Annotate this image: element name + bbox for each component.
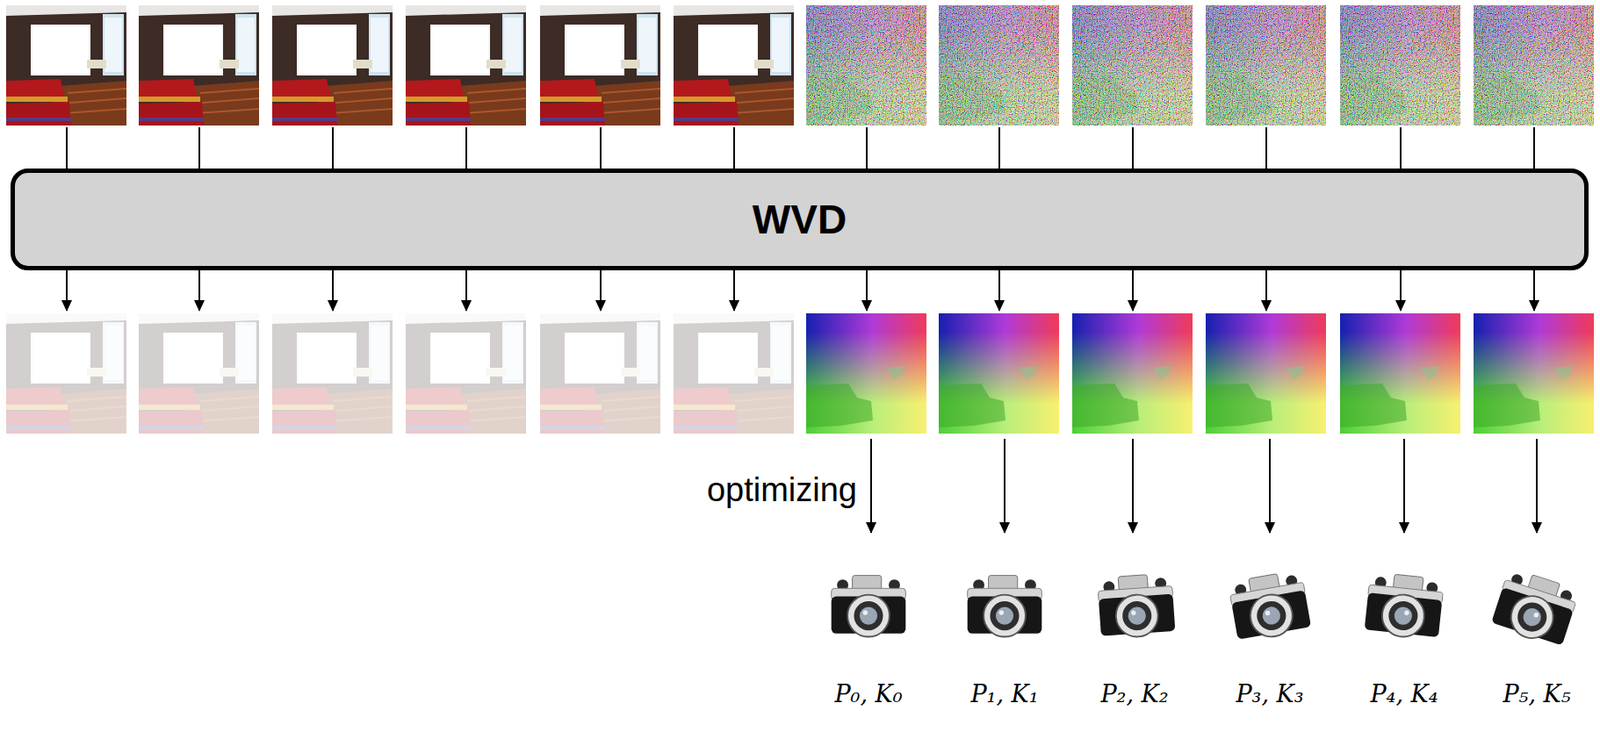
camera-icon	[1490, 567, 1580, 649]
camera-icon	[1227, 569, 1312, 644]
input-line	[1533, 127, 1536, 169]
input-frame	[272, 5, 393, 126]
output-arrow	[198, 270, 201, 311]
faded-frame	[673, 313, 794, 434]
output-arrow	[65, 270, 68, 311]
input-frame	[540, 5, 661, 126]
input-line	[998, 127, 1001, 169]
optimize-arrow	[1268, 439, 1271, 534]
input-line	[1399, 127, 1402, 169]
input-line	[65, 127, 68, 169]
input-frame	[673, 5, 794, 126]
output-arrow	[1265, 270, 1268, 311]
output-arrow	[733, 270, 736, 311]
input-line	[733, 127, 736, 169]
camera-params: P₀, K₀	[834, 680, 902, 708]
model-box: WVD	[10, 168, 1589, 271]
input-line	[1265, 127, 1268, 169]
output-arrow	[1533, 270, 1536, 311]
step-label: optimizing	[706, 471, 858, 510]
input-line	[331, 127, 334, 169]
output-arrow	[865, 270, 868, 311]
faded-frame	[405, 313, 527, 434]
optimize-arrow	[870, 439, 873, 534]
xyz-map	[1340, 313, 1461, 434]
input-frame	[138, 5, 260, 126]
input-frame	[405, 5, 527, 126]
camera-icon	[1096, 573, 1175, 641]
output-arrow	[1131, 270, 1134, 311]
input-line	[465, 127, 468, 169]
output-arrow	[1399, 270, 1402, 311]
noisy-xyz-map	[806, 5, 927, 126]
faded-frame	[6, 313, 127, 434]
optimize-arrow	[1403, 439, 1406, 534]
noisy-xyz-map	[1072, 5, 1193, 126]
faded-frame	[138, 313, 260, 434]
noisy-xyz-map	[1205, 5, 1327, 126]
input-frame	[6, 5, 127, 126]
optimize-arrow	[1131, 439, 1134, 534]
output-arrow	[465, 270, 468, 311]
input-line	[1131, 127, 1134, 169]
faded-frame	[540, 313, 661, 434]
camera-params: P₂, K₂	[1100, 680, 1168, 708]
camera-params: P₁, K₁	[970, 680, 1038, 708]
xyz-map	[1205, 313, 1327, 434]
camera-params: P₅, K₅	[1502, 680, 1571, 708]
model-name: WVD	[752, 195, 847, 244]
input-line	[198, 127, 201, 169]
xyz-map	[1473, 313, 1594, 434]
optimize-arrow	[1003, 439, 1006, 534]
xyz-map	[1072, 313, 1193, 434]
camera-params: P₄, K₄	[1369, 680, 1438, 708]
output-arrow	[331, 270, 334, 311]
input-line	[599, 127, 602, 169]
output-arrow	[599, 270, 602, 311]
camera-icon	[831, 576, 907, 638]
camera-params: P₃, K₃	[1235, 680, 1304, 708]
noisy-xyz-map	[938, 5, 1060, 126]
noisy-xyz-map	[1340, 5, 1461, 126]
noisy-xyz-map	[1473, 5, 1594, 126]
camera-icon	[1363, 571, 1444, 641]
faded-frame	[272, 313, 393, 434]
xyz-map	[806, 313, 927, 434]
xyz-map	[938, 313, 1060, 434]
optimize-arrow	[1535, 439, 1538, 534]
output-arrow	[998, 270, 1001, 311]
input-line	[865, 127, 868, 169]
camera-icon	[967, 576, 1043, 638]
